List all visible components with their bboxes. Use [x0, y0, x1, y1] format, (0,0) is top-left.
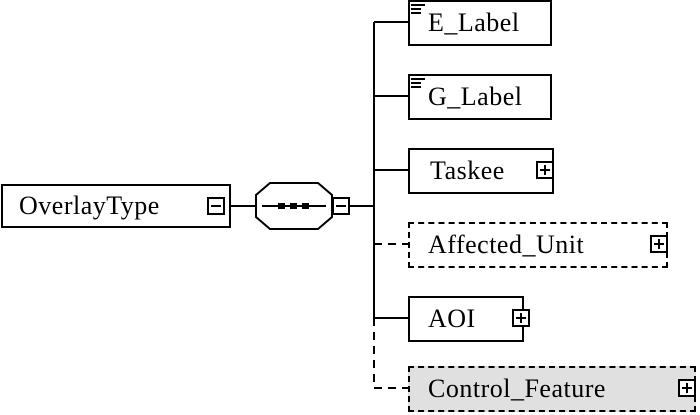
expand-affected-unit-icon[interactable] [650, 235, 668, 253]
sequence-dot [278, 203, 285, 209]
child-element-g-label[interactable]: G_Label [408, 74, 552, 120]
child-element-label: Affected_Unit [428, 230, 585, 259]
child-element-affected-unit[interactable]: Affected_Unit [408, 222, 668, 268]
child-element-e-label[interactable]: E_Label [408, 0, 552, 46]
root-element-node[interactable]: OverlayType [1, 184, 231, 228]
sequence-dot [302, 203, 309, 209]
child-element-label: AOI [428, 304, 476, 333]
root-element-label: OverlayType [19, 191, 160, 220]
collapse-sequence-icon[interactable] [332, 197, 350, 215]
sequence-dot [290, 203, 297, 209]
collapse-root-icon[interactable] [207, 197, 225, 215]
expand-control-feature-icon[interactable] [678, 379, 696, 397]
child-element-taskee[interactable]: Taskee [408, 148, 554, 194]
child-element-aoi[interactable]: AOI [408, 296, 524, 342]
expand-aoi-icon[interactable] [512, 309, 530, 327]
child-element-label: G_Label [428, 82, 523, 111]
documentation-icon [411, 78, 425, 90]
child-element-label: Control_Feature [428, 374, 606, 403]
child-element-label: E_Label [428, 8, 520, 37]
documentation-icon [411, 4, 425, 16]
child-element-label: Taskee [430, 156, 505, 185]
expand-taskee-icon[interactable] [536, 161, 554, 179]
child-element-control-feature[interactable]: Control_Feature [408, 366, 696, 412]
